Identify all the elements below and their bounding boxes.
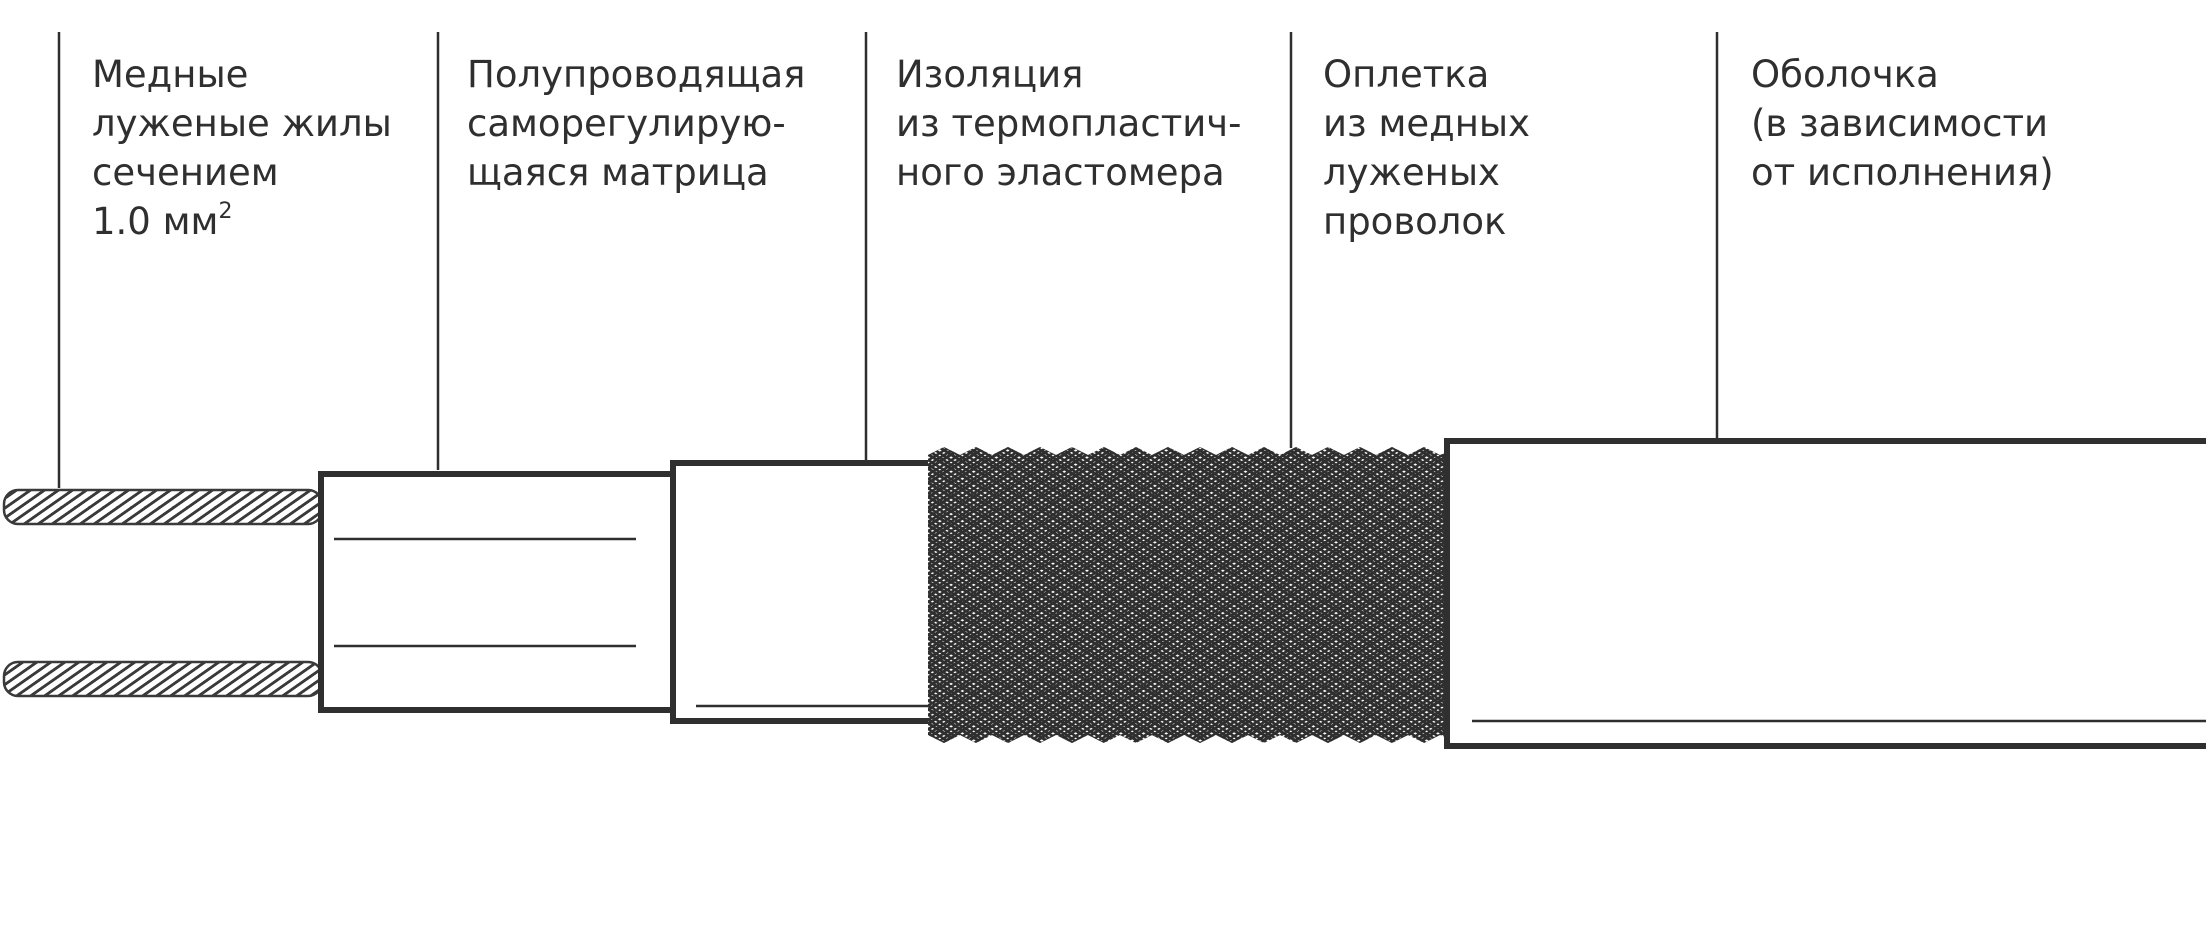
- tinned-copper-braid: [928, 447, 1448, 743]
- label-insulation: Изоляция из термопластич- ного эластомер…: [896, 53, 1242, 194]
- superscript-squared: 2: [218, 199, 233, 224]
- copper-conductor-bottom: [2, 660, 324, 698]
- self-regulating-matrix: [318, 471, 678, 713]
- copper-conductor-top: [2, 488, 324, 526]
- label-copper-conductors: Медные луженые жилы сечением 1.0 мм2: [92, 53, 392, 243]
- outer-jacket: [1444, 438, 2206, 749]
- thermoplastic-insulation: [670, 460, 940, 724]
- label-semiconducting-matrix: Полупроводящая саморегулирую- щаяся матр…: [467, 53, 806, 194]
- label-braid: Оплетка из медных луженых проволок: [1323, 53, 1531, 243]
- label-jacket: Оболочка (в зависимости от исполнения): [1751, 53, 2054, 194]
